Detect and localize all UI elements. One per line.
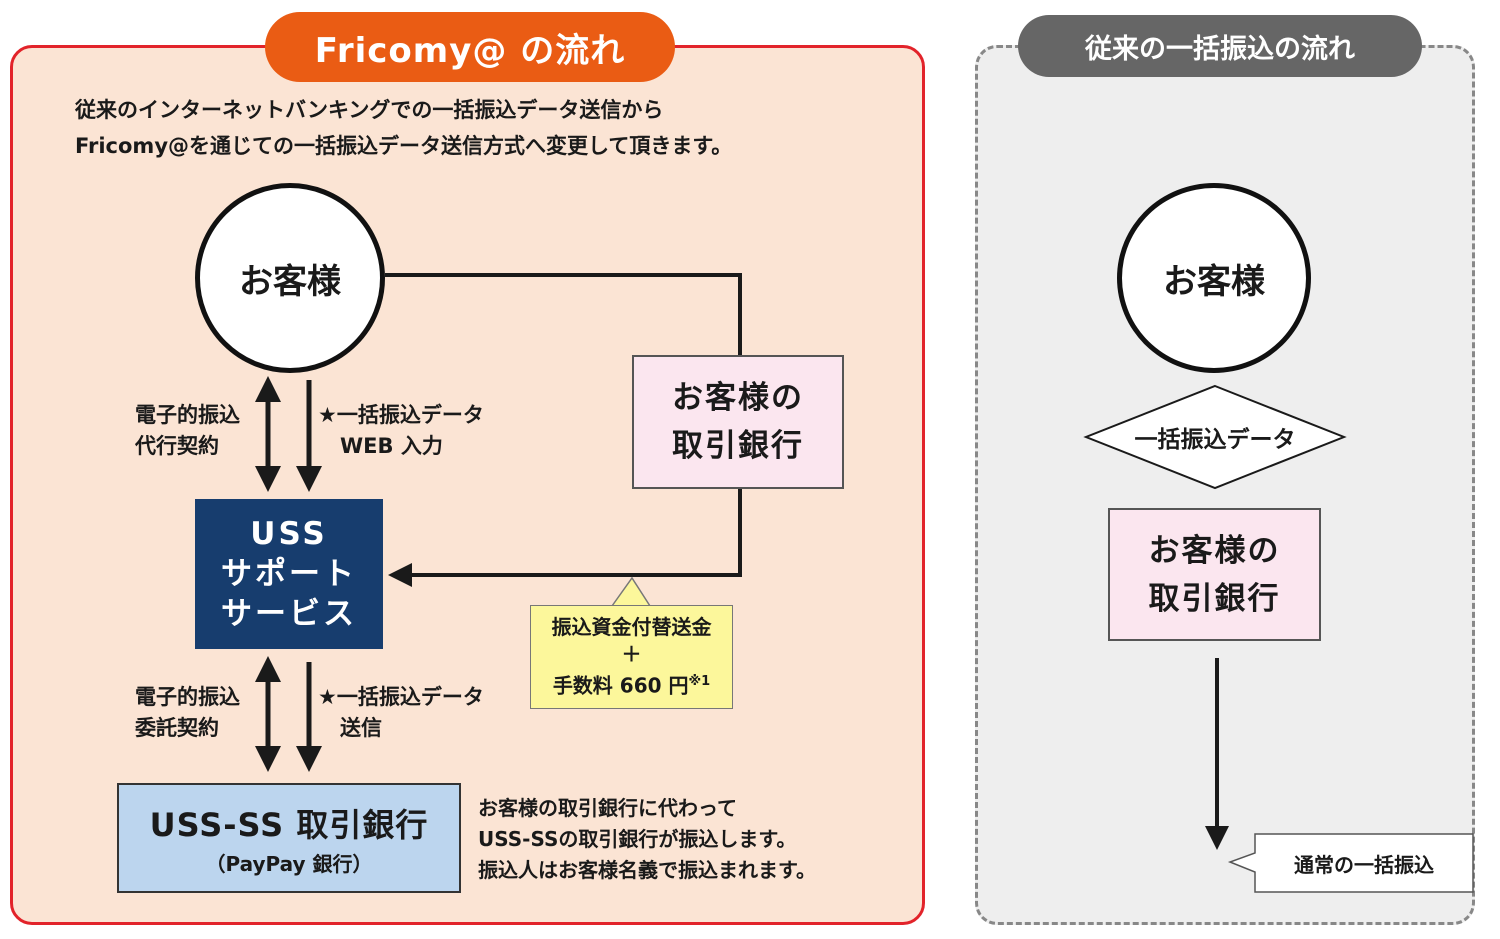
note-line-3: 振込人はお客様名義で振込まれます。	[478, 858, 816, 882]
data-diamond-shape	[1083, 384, 1347, 490]
note-line-2: USS-SSの取引銀行が振込します。	[478, 827, 797, 851]
fricomy-flow-title: Fricomy@ の流れ	[265, 12, 675, 82]
uss-line-2: サポート	[221, 556, 357, 592]
customer-label: お客様	[239, 261, 341, 302]
fee-note-mark: ※1	[688, 674, 711, 690]
customer-bank-right-line-1: お客様の	[1148, 532, 1281, 569]
contract-label-2-line-1: 電子的振込	[135, 685, 240, 709]
customer-bank-line-1: お客様の	[672, 380, 804, 416]
customer-bank-right-line-2: 取引銀行	[1148, 580, 1281, 617]
fee-line-1: 振込資金付替送金	[551, 615, 712, 640]
explanation-note: お客様の取引銀行に代わって USS-SSの取引銀行が振込します。 振込人はお客様…	[478, 793, 816, 886]
fee-callout: 振込資金付替送金 ＋ 手数料 660 円※1	[530, 605, 733, 709]
data-input-label-1: ★一括振込データ WEB 入力	[318, 400, 484, 462]
contract-label-1: 電子的振込 代行契約	[135, 400, 240, 462]
intro-line-1: 従来のインターネットバンキングでの一括振込データ送信から	[75, 98, 664, 122]
uss-line-1: USS	[250, 516, 328, 552]
arrow-to-uss	[388, 563, 412, 587]
contract-label-1-line-1: 電子的振込	[135, 403, 240, 427]
contract-label-2-line-2: 委託契約	[135, 716, 219, 740]
data-send-label-2: ★一括振込データ 送信	[318, 682, 484, 744]
data-send-label-2-line-1: ★一括振込データ	[318, 685, 484, 709]
fee-line-2: ＋	[621, 642, 642, 667]
customer-bank-node-left: お客様の 取引銀行	[632, 355, 844, 489]
uss-support-service-node: USS サポート サービス	[195, 499, 383, 649]
bank-to-uss-connector	[412, 489, 742, 577]
normal-transfer-callout-shape	[1227, 833, 1474, 893]
intro-line-2: Fricomy@を通じての一括振込データ送信方式へ変更して頂きます。	[75, 134, 733, 158]
customer-bank-node-right: お客様の 取引銀行	[1108, 508, 1321, 641]
customer-bank-line-2: 取引銀行	[672, 428, 804, 464]
normal-bulk-transfer-label: 通常の一括振込	[1294, 852, 1434, 877]
customer-node-left: お客様	[195, 183, 385, 373]
customer-to-bank-connector	[385, 273, 742, 355]
fee-amount: 手数料 660 円	[552, 673, 689, 698]
customer-label-right: お客様	[1163, 261, 1265, 302]
data-input-label-1-line-2: WEB 入力	[340, 434, 443, 458]
bulk-transfer-data-label: 一括振込データ	[1134, 427, 1296, 453]
uss-line-3: サービス	[221, 596, 357, 632]
note-line-1: お客様の取引銀行に代わって	[478, 796, 737, 820]
customer-node-right: お客様	[1117, 183, 1311, 373]
fee-line-3: 手数料 660 円※1	[553, 668, 710, 700]
data-input-label-1-line-1: ★一括振込データ	[318, 403, 484, 427]
traditional-flow-title: 従来の一括振込の流れ	[1018, 15, 1422, 77]
uss-ss-bank-subtitle: （PayPay 銀行）	[205, 851, 373, 876]
uss-ss-bank-node: USS-SS 取引銀行 （PayPay 銀行）	[117, 783, 461, 893]
contract-label-1-line-2: 代行契約	[135, 434, 219, 458]
data-send-label-2-line-2: 送信	[340, 716, 382, 740]
uss-ss-bank-title: USS-SS 取引銀行	[149, 805, 429, 844]
intro-text: 従来のインターネットバンキングでの一括振込データ送信から Fricomy@を通じ…	[75, 92, 905, 164]
contract-label-2: 電子的振込 委託契約	[135, 682, 240, 744]
